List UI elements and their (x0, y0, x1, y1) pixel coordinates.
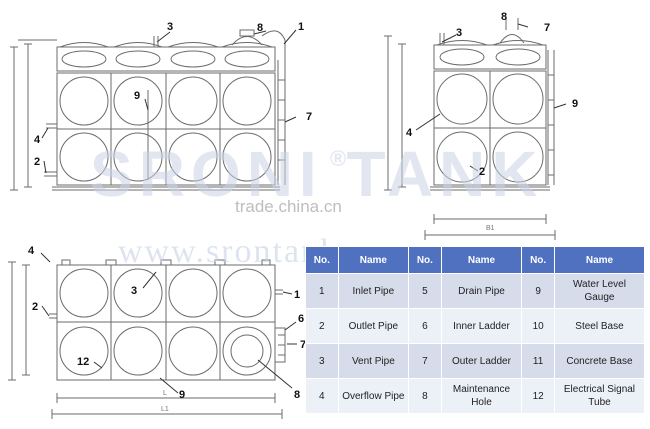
side-view (384, 18, 556, 240)
callout-side-4: 4 (406, 127, 413, 139)
callout-front-9: 9 (134, 90, 140, 102)
part-number: 7 (408, 343, 442, 379)
part-name: Concrete Base (553, 343, 646, 379)
part-number: 5 (408, 273, 442, 309)
table-row: 3 Vent Pipe 7 Outer Ladder 11 Concrete B… (305, 343, 646, 379)
watermark-registered: ® (330, 146, 346, 171)
callout-side-9: 9 (572, 98, 578, 110)
part-name: Overflow Pipe (337, 378, 410, 414)
part-name: Drain Pipe (440, 273, 523, 309)
dim-label-l1: L1 (161, 406, 169, 413)
part-number: 1 (305, 273, 339, 309)
header-no: No. (408, 246, 442, 274)
front-view (10, 29, 286, 191)
part-number: 4 (305, 378, 339, 414)
header-name: Name (553, 246, 646, 274)
callout-top-1: 1 (294, 289, 300, 301)
callout-top-8: 8 (294, 389, 300, 401)
watermark-trade: trade.china.cn (235, 197, 342, 216)
callout-front-2: 2 (34, 156, 40, 168)
top-view (8, 259, 286, 419)
callout-top-12: 12 (77, 356, 89, 368)
header-no: No. (521, 246, 555, 274)
callout-top-3: 3 (131, 285, 137, 297)
callout-front-7: 7 (306, 111, 312, 123)
part-number: 9 (521, 273, 555, 309)
callout-side-7: 7 (544, 22, 550, 34)
callout-top-6: 6 (298, 313, 304, 325)
callout-top-7: 7 (300, 339, 306, 351)
callout-side-3: 3 (456, 27, 462, 39)
part-name: Outlet Pipe (337, 308, 410, 344)
header-no: No. (305, 246, 339, 274)
header-name: Name (337, 246, 410, 274)
legend-header-row: No. Name No. Name No. Name (305, 246, 646, 274)
callout-front-1: 1 (298, 21, 304, 33)
part-name: Steel Base (553, 308, 646, 344)
dim-label-l: L (163, 390, 167, 397)
part-number: 11 (521, 343, 555, 379)
callout-top-9: 9 (179, 389, 185, 401)
part-number: 12 (521, 378, 555, 414)
header-name: Name (440, 246, 523, 274)
part-name: Maintenance Hole (440, 378, 523, 414)
part-name: Water Level Gauge (553, 273, 646, 309)
callout-front-4: 4 (34, 134, 41, 146)
part-number: 6 (408, 308, 442, 344)
leader-lines (40, 23, 567, 394)
part-name: Inner Ladder (440, 308, 523, 344)
part-name: Inlet Pipe (337, 273, 410, 309)
callout-front-8: 8 (257, 22, 263, 34)
callout-front-3: 3 (167, 21, 173, 33)
part-number: 3 (305, 343, 339, 379)
callout-top-4: 4 (28, 245, 35, 257)
part-name: Vent Pipe (337, 343, 410, 379)
parts-legend-table: No. Name No. Name No. Name 1 Inlet Pipe … (305, 246, 646, 414)
table-row: 1 Inlet Pipe 5 Drain Pipe 9 Water Level … (305, 273, 646, 309)
table-row: 2 Outlet Pipe 6 Inner Ladder 10 Steel Ba… (305, 308, 646, 344)
part-name: Outer Ladder (440, 343, 523, 379)
callout-side-2: 2 (479, 166, 485, 178)
part-number: 2 (305, 308, 339, 344)
part-name: Electrical Signal Tube (553, 378, 646, 414)
dim-label-b1: B1 (486, 225, 495, 232)
watermark-brand: SRONI TANK (90, 138, 543, 210)
part-number: 8 (408, 378, 442, 414)
callout-side-8: 8 (501, 11, 507, 23)
part-number: 10 (521, 308, 555, 344)
table-row: 4 Overflow Pipe 8 Maintenance Hole 12 El… (305, 378, 646, 414)
callout-top-2: 2 (32, 301, 38, 313)
